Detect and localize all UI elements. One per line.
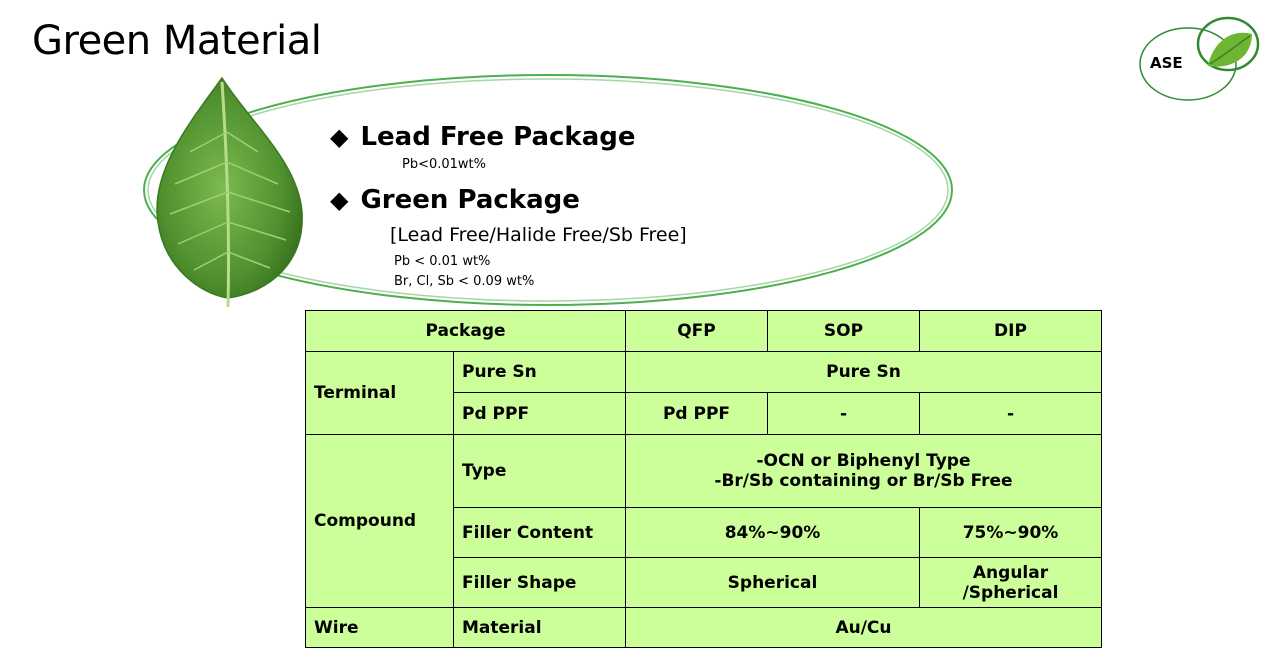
row-label-type: Type (453, 434, 626, 508)
bullet-detail: Pb<0.01wt% (402, 157, 487, 172)
logo-text: ASE (1150, 54, 1183, 72)
diamond-bullet-icon: ◆ (330, 123, 349, 151)
cell-pure-sn: Pure Sn (625, 351, 1102, 393)
cell-pd-ppf-sop: - (767, 392, 920, 435)
cell-filler-content-qfp-sop: 84%~90% (625, 507, 920, 558)
leaf-image (156, 76, 303, 308)
row-label-wire: Wire (305, 607, 454, 648)
shape-line: Angular (972, 562, 1049, 583)
row-label-filler-content: Filler Content (453, 507, 626, 558)
cell-filler-shape-dip: Angular /Spherical (919, 557, 1102, 608)
spec-table: Package QFP SOP DIP Terminal Pure Sn Pur… (305, 310, 1102, 648)
cell-type: -OCN or Biphenyl Type -Br/Sb containing … (625, 434, 1102, 508)
bullet-subtitle: [Lead Free/Halide Free/Sb Free] (390, 224, 687, 246)
diamond-bullet-icon: ◆ (330, 186, 349, 214)
bullet-label: Lead Free Package (360, 122, 636, 152)
header-qfp: QFP (625, 310, 768, 352)
bullet-detail: Br, Cl, Sb < 0.09 wt% (394, 274, 535, 289)
cell-filler-shape-qfp-sop: Spherical (625, 557, 920, 608)
header-sop: SOP (767, 310, 920, 352)
cell-pd-ppf-dip: - (919, 392, 1102, 435)
row-label-filler-shape: Filler Shape (453, 557, 626, 608)
header-package: Package (305, 310, 626, 352)
row-label-pure-sn: Pure Sn (453, 351, 626, 393)
row-label-pd-ppf: Pd PPF (453, 392, 626, 435)
type-line: -Br/Sb containing or Br/Sb Free (714, 471, 1013, 491)
cell-pd-ppf-qfp: Pd PPF (625, 392, 768, 435)
bullet-detail: Pb < 0.01 wt% (394, 254, 491, 269)
header-dip: DIP (919, 310, 1102, 352)
row-label-compound: Compound (305, 434, 454, 608)
bullet-label: Green Package (360, 185, 580, 215)
page-title: Green Material (32, 18, 322, 64)
bullet-green-package: ◆ Green Package (330, 185, 580, 215)
row-label-terminal: Terminal (305, 351, 454, 435)
cell-filler-content-dip: 75%~90% (919, 507, 1102, 558)
row-label-material: Material (453, 607, 626, 648)
type-line: -OCN or Biphenyl Type (756, 451, 971, 471)
shape-line: /Spherical (962, 582, 1059, 603)
bullet-lead-free: ◆ Lead Free Package (330, 122, 636, 152)
cell-wire-material: Au/Cu (625, 607, 1102, 648)
ase-logo (1139, 16, 1260, 101)
